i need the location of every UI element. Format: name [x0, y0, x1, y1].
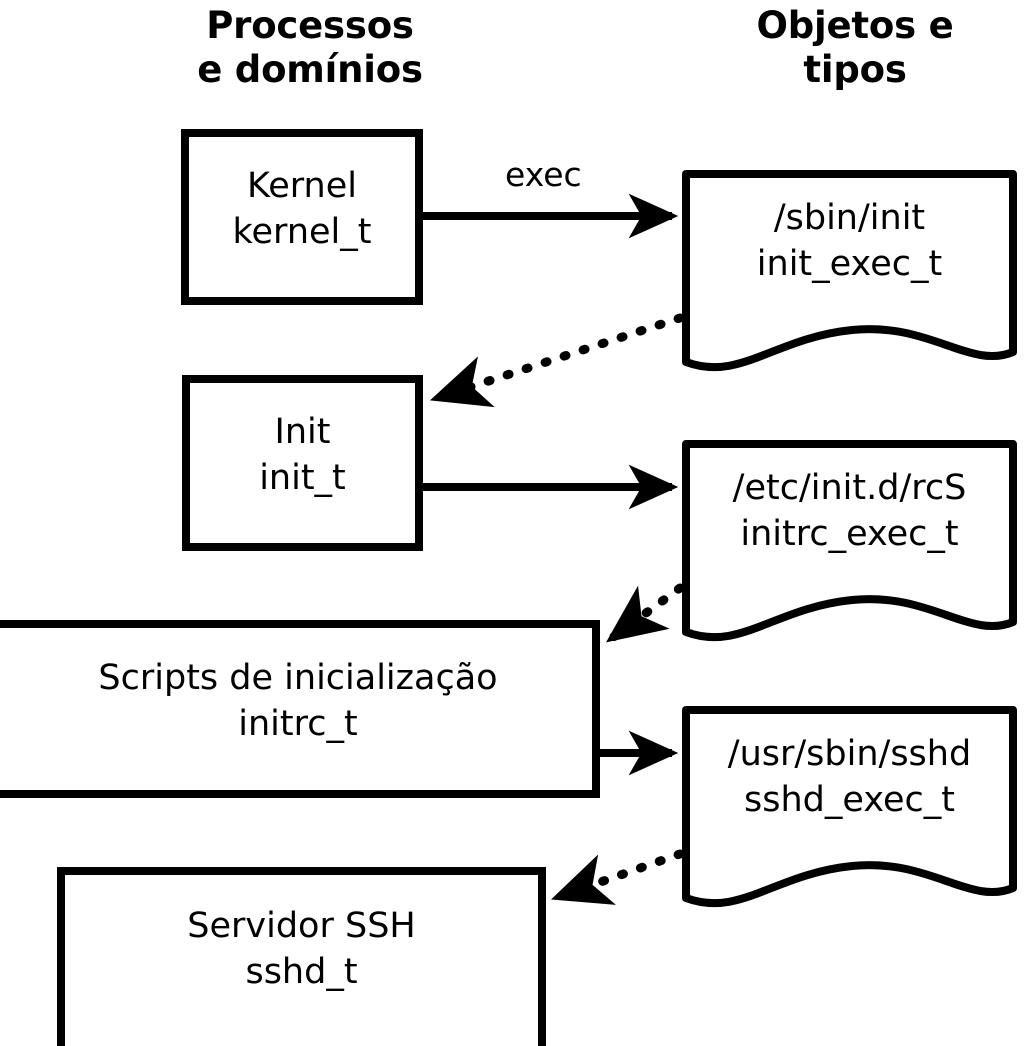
process-node-sshd[interactable]: [57, 867, 546, 1046]
process-node-kernel[interactable]: [181, 129, 423, 305]
edge-label-exec: exec: [505, 155, 582, 194]
edge-sshd-exec-to-sshd: [550, 849, 685, 905]
object-node-init-exec[interactable]: [682, 170, 1017, 372]
process-node-init[interactable]: [182, 375, 423, 551]
object-node-initrc-exec[interactable]: [682, 440, 1017, 642]
column-header-objects: Objetos e tipos: [756, 4, 954, 91]
edge-initrc-exec-to-initrc: [606, 583, 685, 643]
edge-init-exec-to-init: [429, 313, 685, 408]
column-header-processes: Processos e domínios: [197, 4, 423, 91]
process-node-initrc[interactable]: [0, 620, 600, 798]
object-node-sshd-exec[interactable]: [682, 706, 1017, 908]
